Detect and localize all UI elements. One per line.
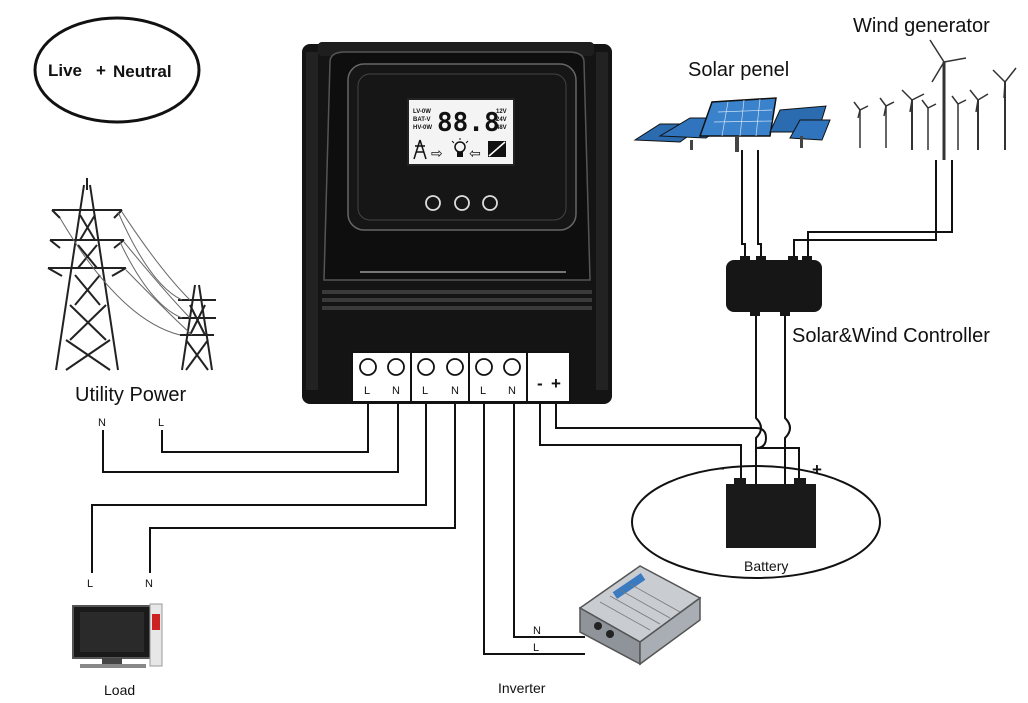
- badge-live: Live: [48, 61, 82, 80]
- battery-plus-tag: +: [812, 460, 822, 479]
- badge-plus: +: [96, 61, 106, 80]
- wires: [91, 150, 953, 655]
- battery-plus-wire-b: [756, 447, 800, 484]
- wind-turbines-icon: [853, 39, 1017, 160]
- utility-power-label: Utility Power: [75, 384, 186, 406]
- lcd-left-line-2: BAT-V: [413, 117, 431, 123]
- battery-plus-wire-a: [555, 404, 768, 449]
- inverter-icon: [578, 565, 702, 666]
- inverter-n-wire: [513, 404, 585, 638]
- power-tower-icon: [413, 139, 427, 160]
- battery-label: Battery: [744, 558, 788, 574]
- lcd-left-line-1: LV-0W: [413, 109, 431, 115]
- hybrid-controller-device: [302, 42, 612, 404]
- wind-wire-1: [793, 160, 937, 262]
- badge-neutral: Neutral: [113, 62, 172, 81]
- terminal-block: L N L N L N - +: [351, 351, 571, 403]
- inverter-l-wire: [483, 404, 585, 655]
- lcd-right-line-1: 12V: [496, 109, 507, 115]
- load-n-tag: N: [145, 578, 153, 590]
- utility-n-wire: [102, 404, 399, 473]
- solar-panel-array-icon: [633, 97, 831, 152]
- lcd-digits: 88.8: [437, 108, 500, 138]
- terminal-label-plus: +: [551, 374, 561, 393]
- live-neutral-badge: Live + Neutral: [33, 16, 201, 124]
- terminal-label-minus: -: [537, 374, 543, 393]
- utility-tower-icon: [47, 178, 216, 371]
- terminal-label-n3: N: [508, 385, 516, 397]
- device-buttons: [425, 195, 498, 211]
- utility-l-tag: L: [158, 417, 164, 429]
- battery-icon: [726, 484, 816, 548]
- terminal-label-l1: L: [364, 385, 370, 397]
- load-n-wire: [149, 404, 456, 573]
- lcd-left-line-3: HV-0W: [413, 125, 432, 131]
- monitor-icon: [72, 603, 163, 668]
- utility-l-wire: [161, 404, 369, 453]
- terminal-label-n2: N: [451, 385, 459, 397]
- power-lines: [59, 211, 193, 336]
- arrow-right-icon: ⇨: [431, 146, 443, 162]
- terminal-label-n1: N: [392, 385, 400, 397]
- controller-battery-wire-2: [784, 310, 791, 484]
- solar-wire-1: [741, 150, 746, 262]
- inverter-label: Inverter: [498, 680, 546, 696]
- lcd-right-line-2: 24V: [496, 117, 507, 123]
- solar-wind-controller-box: [726, 256, 822, 316]
- inverter-n-tag: N: [533, 625, 541, 637]
- arrow-left-icon: ⇦: [469, 146, 481, 162]
- device-button-2[interactable]: [454, 195, 470, 211]
- solar-panel-icon: [488, 141, 506, 157]
- solar-panel-label: Solar penel: [688, 59, 789, 81]
- device-button-1[interactable]: [425, 195, 441, 211]
- battery-group: Battery: [631, 465, 881, 579]
- controller-battery-wire-1: [755, 310, 762, 484]
- solar-wire-2: [757, 150, 762, 262]
- device-button-3[interactable]: [482, 195, 498, 211]
- inverter-l-tag: L: [533, 642, 539, 654]
- wind-wire-2: [807, 160, 953, 262]
- load-l-wire: [91, 404, 427, 573]
- load-l-tag: L: [87, 578, 93, 590]
- lcd-right-line-3: 48V: [496, 125, 507, 131]
- terminal-label-l2: L: [422, 385, 428, 397]
- lcd-display: LV-0W BAT-V HV-0W 88.8 12V 24V 48V ⇨ ⇦: [407, 98, 515, 166]
- controller-label: Solar&Wind Controller: [792, 325, 990, 347]
- terminal-label-l3: L: [480, 385, 486, 397]
- battery-minus-wire: [539, 404, 742, 484]
- utility-n-tag: N: [98, 417, 106, 429]
- bulb-icon: [451, 138, 469, 157]
- load-label: Load: [104, 682, 135, 698]
- wind-generator-label: Wind generator: [853, 15, 990, 37]
